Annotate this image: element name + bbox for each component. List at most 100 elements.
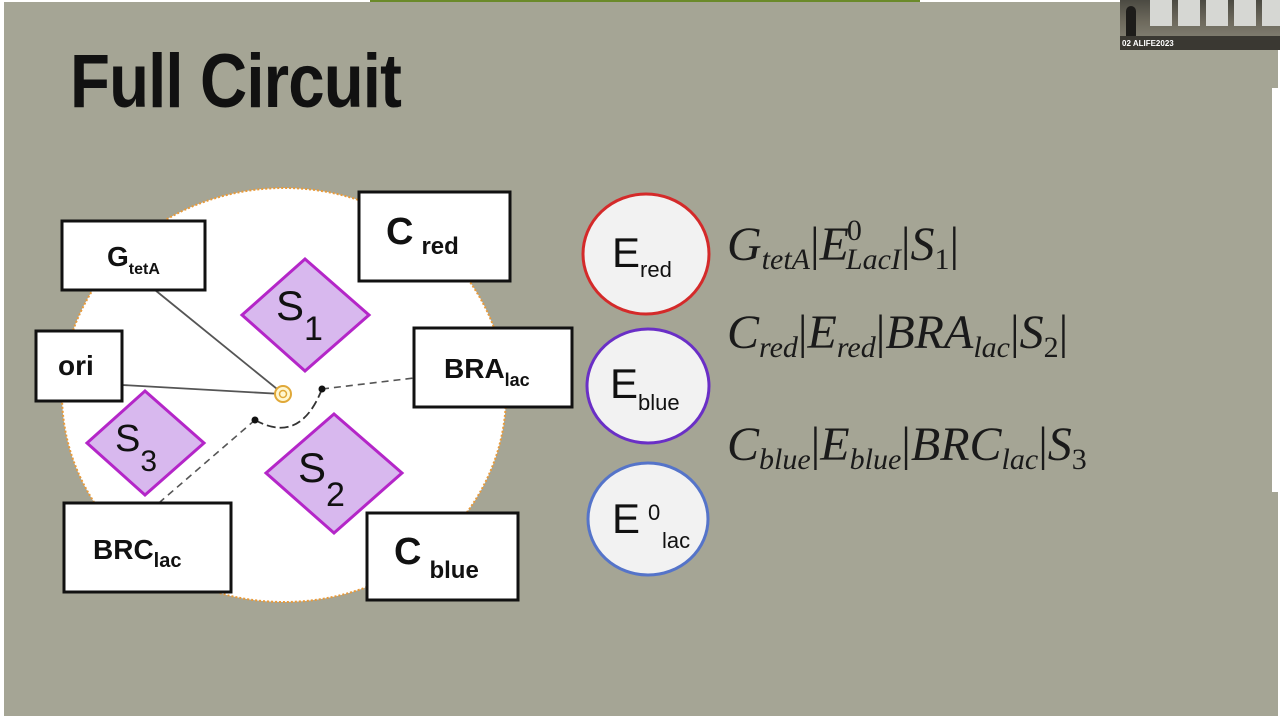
box-brclac: BRClac — [62, 501, 233, 594]
svg-text:Eblue: Eblue — [610, 360, 680, 415]
eq1-term2-sup: 0 — [847, 214, 862, 247]
thumb-desks — [1120, 36, 1280, 50]
eq3-term1-sub: blue — [759, 443, 811, 476]
eq2-bar4: | — [1059, 306, 1069, 359]
enzyme-elac-sup: 0 — [648, 500, 660, 525]
eq2-term1-sub: red — [759, 331, 799, 364]
site-s2-main: S — [298, 444, 326, 491]
thumb-window — [1150, 0, 1172, 26]
link-brclac — [159, 419, 256, 503]
box-gteta-main: G — [107, 241, 129, 272]
slide-right-edge — [1272, 88, 1280, 492]
svg-text:BRAlac: BRAlac — [444, 353, 530, 390]
box-cblue-sub: blue — [429, 557, 478, 584]
enzyme-ered-sub: red — [640, 257, 672, 282]
box-bralac-main: BRA — [444, 353, 505, 384]
svg-text:S2: S2 — [298, 444, 345, 514]
svg-text:BRClac: BRClac — [93, 534, 181, 572]
eq2-term2-sub: red — [837, 331, 877, 364]
svg-text:Cred|Ered|BRAlac|S2|: Cred|Ered|BRAlac|S2| — [727, 306, 1068, 364]
eq2-term4-main: S — [1020, 306, 1044, 359]
site-s3-main: S — [115, 418, 140, 460]
equation-2: Cred|Ered|BRAlac|S2| — [727, 306, 1068, 364]
eq3-term1-main: C — [727, 418, 760, 471]
eq2-bar2: | — [876, 306, 886, 359]
svg-text:Cblue|Eblue|BRClac|S3: Cblue|Eblue|BRClac|S3 — [727, 418, 1087, 476]
box-ori: ori — [34, 329, 124, 403]
eq3-bar3: | — [1038, 418, 1048, 471]
box-ori-main: ori — [58, 350, 94, 381]
enzyme-ered-main: E — [612, 229, 640, 276]
eq2-term3-sub: lac — [973, 331, 1010, 364]
site-s3-sub: 3 — [140, 445, 157, 478]
site-s1-main: S — [276, 282, 304, 329]
eq1-term3-main: S — [911, 218, 935, 271]
eq1-term3-sub: 1 — [935, 243, 950, 276]
eq2-term4-sub: 2 — [1044, 331, 1059, 364]
svg-text:S1: S1 — [276, 282, 323, 348]
thumb-window — [1178, 0, 1200, 26]
eq1-term2-sub: LacI — [845, 243, 903, 276]
box-cred-sub: red — [421, 233, 458, 260]
eq1-term2-main: E — [819, 218, 849, 271]
site-s2: S2 — [263, 412, 405, 536]
site-s2-sub: 2 — [326, 476, 345, 514]
link-gteta — [154, 289, 283, 394]
eq3-term4-sub: 3 — [1072, 443, 1087, 476]
eq1-term1-sub: tetA — [762, 243, 811, 276]
box-brclac-sub: lac — [154, 550, 182, 572]
eq3-term3-main: BRC — [911, 418, 1003, 471]
speaker-video-thumbnail[interactable]: 02 ALIFE2023 — [1120, 0, 1280, 50]
eq1-bar1: | — [810, 218, 820, 271]
enzyme-eblue-sub: blue — [638, 390, 680, 415]
eq1-bar3: | — [950, 218, 960, 271]
thumb-window — [1206, 0, 1228, 26]
eq3-bar1: | — [811, 418, 821, 471]
equation-3: Cblue|Eblue|BRClac|S3 — [727, 418, 1087, 476]
eq2-bar3: | — [1010, 306, 1020, 359]
eq3-term2-main: E — [819, 418, 849, 471]
enzyme-elac-sub: lac — [662, 528, 690, 553]
link-bralac — [321, 377, 415, 390]
svg-text:Cred: Cred — [386, 211, 459, 260]
svg-text:S3: S3 — [115, 418, 157, 478]
link-arc — [254, 388, 323, 429]
eq2-bar1: | — [798, 306, 808, 359]
eq2-term1-main: C — [727, 306, 760, 359]
box-bralac: BRAlac — [412, 326, 574, 409]
eq3-term2-sub: blue — [850, 443, 902, 476]
svg-text:GtetA: GtetA — [107, 241, 160, 278]
node-dot-left — [251, 416, 259, 424]
box-cblue-main: C — [394, 531, 421, 573]
thumb-window — [1262, 0, 1280, 26]
eq1-term1-main: G — [727, 218, 762, 271]
enzyme-eblue: Eblue — [585, 327, 711, 445]
slide-title: Full Circuit — [70, 39, 402, 124]
link-ori — [121, 384, 283, 395]
site-s1-sub: 1 — [304, 310, 323, 348]
site-s3: S3 — [84, 388, 207, 498]
box-gteta-sub: tetA — [129, 261, 161, 278]
eq3-term4-main: S — [1048, 418, 1072, 471]
eq2-term2-main: E — [807, 306, 837, 359]
eq1-bar2: | — [901, 218, 911, 271]
box-bralac-sub: lac — [505, 370, 530, 390]
origin-marker-icon — [274, 385, 292, 403]
box-brclac-main: BRC — [93, 534, 154, 565]
box-gteta: GtetA — [60, 219, 207, 292]
thumbnail-label: 02 ALIFE2023 — [1122, 39, 1174, 48]
node-dot-right — [318, 385, 326, 393]
eq3-bar2: | — [901, 418, 911, 471]
enzyme-ered: Ered — [581, 192, 711, 316]
enzyme-elac: E 0 lac — [586, 461, 710, 577]
thumb-window — [1234, 0, 1256, 26]
eq3-term3-sub: lac — [1002, 443, 1039, 476]
site-s1: S1 — [239, 257, 372, 373]
enzyme-elac-main: E — [612, 495, 640, 542]
speaker-figure — [1126, 6, 1136, 40]
